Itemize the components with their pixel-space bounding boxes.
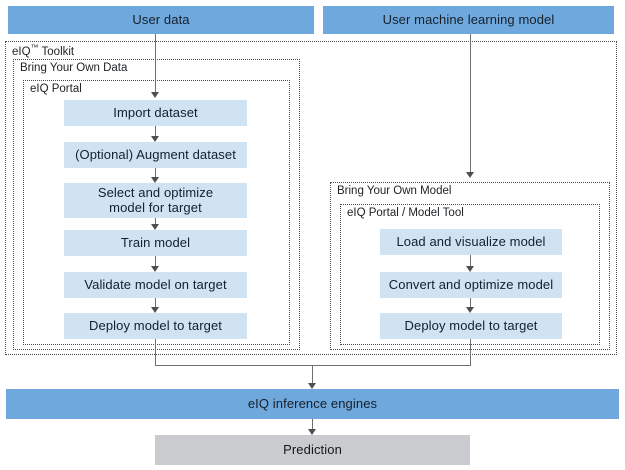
step-load-and-visualize-model: Load and visualize model bbox=[380, 229, 562, 255]
output-bar-prediction: Prediction bbox=[155, 435, 470, 465]
step-deploy-model-to-target-data: Deploy model to target bbox=[64, 313, 247, 339]
arrow-import-to-augment-icon bbox=[151, 136, 159, 142]
arrow-user-model-to-byom-icon bbox=[466, 172, 474, 178]
step-deploy-model-to-target-model: Deploy model to target bbox=[380, 313, 562, 339]
arrow-merge-to-inference-icon bbox=[308, 383, 316, 389]
container-eiq-portal-label: eIQ Portal bbox=[30, 83, 82, 95]
container-eiq-portal-model-tool-label: eIQ Portal / Model Tool bbox=[347, 207, 464, 219]
step-deploy-model-to-target-model-label: Deploy model to target bbox=[404, 317, 538, 333]
container-bring-your-own-data: Bring Your Own Data bbox=[13, 59, 300, 350]
connector-user-model-to-byom bbox=[470, 34, 471, 172]
connector-merge-bus bbox=[155, 365, 471, 366]
container-bring-your-own-data-label: Bring Your Own Data bbox=[20, 62, 128, 74]
arrow-load-to-convert-icon bbox=[466, 266, 474, 272]
connector-convert-to-deploy bbox=[470, 298, 471, 307]
step-select-and-optimize-model-label: Select and optimize model for target bbox=[97, 184, 214, 215]
step-augment-dataset: (Optional) Augment dataset bbox=[64, 142, 247, 168]
step-select-and-optimize-model: Select and optimize model for target bbox=[64, 183, 247, 218]
step-train-model: Train model bbox=[64, 230, 247, 256]
connector-inference-to-prediction bbox=[312, 419, 313, 429]
input-bar-user-data-label: User data bbox=[132, 11, 190, 27]
input-bar-user-machine-learning-model-label: User machine learning model bbox=[382, 11, 555, 27]
arrow-train-to-validate-icon bbox=[151, 266, 159, 272]
step-import-dataset-label: Import dataset bbox=[113, 104, 198, 120]
connector-user-data-to-import bbox=[155, 34, 156, 92]
input-bar-user-data: User data bbox=[8, 6, 314, 34]
connector-load-to-convert bbox=[470, 255, 471, 266]
step-deploy-model-to-target-data-label: Deploy model to target bbox=[89, 317, 222, 333]
output-bar-prediction-label: Prediction bbox=[283, 441, 342, 457]
arrow-select-to-train-icon bbox=[151, 224, 159, 230]
connector-select-to-train bbox=[155, 218, 156, 224]
container-eiq-toolkit: eIQ™ Toolkit bbox=[5, 41, 617, 355]
connector-import-to-augment bbox=[155, 126, 156, 136]
step-augment-dataset-label: (Optional) Augment dataset bbox=[75, 146, 236, 162]
arrow-convert-to-deploy-icon bbox=[466, 307, 474, 313]
step-validate-model-on-target-label: Validate model on target bbox=[84, 276, 227, 292]
step-train-model-label: Train model bbox=[120, 234, 191, 250]
arrow-inference-to-prediction-icon bbox=[308, 429, 316, 435]
output-bar-eiq-inference-engines-label: eIQ inference engines bbox=[247, 395, 378, 411]
arrow-validate-to-deploy-icon bbox=[151, 307, 159, 313]
connector-validate-to-deploy bbox=[155, 298, 156, 307]
container-eiq-toolkit-label: eIQ™ Toolkit bbox=[12, 43, 75, 58]
step-convert-and-optimize-model-label: Convert and optimize model bbox=[388, 276, 554, 292]
step-import-dataset: Import dataset bbox=[64, 100, 247, 126]
arrow-augment-to-select-icon bbox=[151, 177, 159, 183]
connector-train-to-validate bbox=[155, 256, 156, 266]
connector-deploy-data-down bbox=[155, 339, 156, 365]
connector-augment-to-select bbox=[155, 168, 156, 177]
step-validate-model-on-target: Validate model on target bbox=[64, 272, 247, 298]
arrow-user-data-to-import-icon bbox=[151, 92, 159, 98]
step-convert-and-optimize-model: Convert and optimize model bbox=[380, 272, 562, 298]
input-bar-user-machine-learning-model: User machine learning model bbox=[323, 6, 614, 34]
connector-merge-to-inference bbox=[312, 365, 313, 383]
step-load-and-visualize-model-label: Load and visualize model bbox=[396, 233, 546, 249]
container-bring-your-own-model-label: Bring Your Own Model bbox=[337, 185, 452, 197]
container-eiq-portal: eIQ Portal bbox=[23, 80, 290, 345]
output-bar-eiq-inference-engines: eIQ inference engines bbox=[6, 389, 619, 419]
connector-deploy-model-down bbox=[470, 339, 471, 365]
